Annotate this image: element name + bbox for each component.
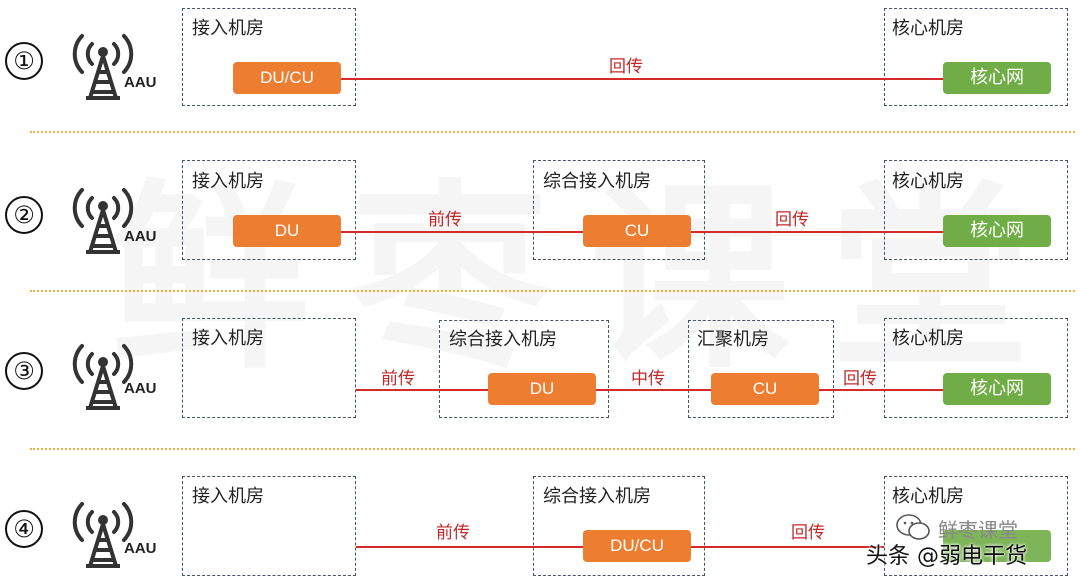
wechat-icon: [896, 514, 930, 540]
antenna-tower-icon: [72, 344, 134, 410]
scenario-number: ②: [5, 196, 43, 234]
wechat-credit: 鲜枣课堂: [938, 518, 1018, 542]
room-label: 接入机房: [192, 328, 264, 349]
room-label: 核心机房: [892, 486, 964, 507]
room-label: 汇聚机房: [697, 329, 769, 350]
convergence-room-box: [688, 320, 834, 418]
room-label: 综合接入机房: [449, 329, 557, 350]
room-label: 综合接入机房: [543, 486, 651, 507]
core-network-node: 核心网: [943, 215, 1051, 247]
link-label: 回传: [843, 369, 877, 389]
fronthaul-link: [356, 546, 584, 548]
separator: [30, 448, 1075, 450]
antenna-tower-icon: [72, 502, 134, 568]
du-cu-node: DU/CU: [233, 62, 341, 94]
link-label: 前传: [428, 210, 462, 230]
aau-label: AAU: [124, 228, 157, 245]
fronthaul-link: [340, 231, 590, 233]
room-label: 接入机房: [192, 18, 264, 39]
backhaul-link: [818, 389, 944, 391]
room-label: 核心机房: [892, 18, 964, 39]
core-room-box: [884, 318, 1068, 418]
access-room-box: [182, 318, 356, 418]
link-label: 前传: [381, 369, 415, 389]
aggregation-access-room-box: [533, 476, 705, 576]
access-room-box: [182, 476, 356, 576]
link-label: 中传: [631, 369, 665, 389]
core-network-node: 核心网: [943, 373, 1051, 405]
backhaul-link: [690, 546, 884, 548]
scenario-number: ③: [5, 352, 43, 390]
backhaul-link: [340, 78, 944, 80]
toutiao-credit: 头条 @弱电干货: [866, 544, 1027, 569]
link-label: 回传: [775, 210, 809, 230]
aau-label: AAU: [124, 74, 157, 91]
room-label: 接入机房: [192, 171, 264, 192]
room-label: 接入机房: [192, 486, 264, 507]
fronthaul-link: [356, 389, 490, 391]
access-room-box: [182, 8, 356, 106]
aau-label: AAU: [124, 380, 157, 397]
separator: [30, 131, 1075, 133]
separator: [30, 290, 1075, 292]
du-node: DU: [233, 215, 341, 247]
core-network-node-partial: [943, 530, 1051, 562]
core-room-box: [884, 160, 1068, 260]
room-label: 核心机房: [892, 171, 964, 192]
aggregation-access-room-box: [439, 320, 609, 418]
aggregation-access-room-box: [533, 160, 705, 260]
cu-node: CU: [583, 215, 691, 247]
backhaul-link: [690, 231, 944, 233]
scenario-number: ④: [5, 510, 43, 548]
room-label: 综合接入机房: [543, 171, 651, 192]
link-label: 回传: [609, 57, 643, 77]
room-label: 核心机房: [892, 328, 964, 349]
link-label: 回传: [791, 523, 825, 543]
aau-label: AAU: [124, 540, 157, 557]
du-cu-node: DU/CU: [583, 530, 691, 562]
midhaul-link: [596, 389, 714, 391]
core-room-box: [884, 476, 1068, 576]
access-room-box: [182, 160, 356, 260]
antenna-tower-icon: [72, 188, 134, 254]
link-label: 前传: [436, 523, 470, 543]
core-room-box: [884, 8, 1068, 106]
scenario-number: ①: [5, 42, 43, 80]
cu-node: CU: [711, 373, 819, 405]
core-network-node: 核心网: [943, 62, 1051, 94]
antenna-tower-icon: [72, 34, 134, 100]
du-node: DU: [488, 373, 596, 405]
